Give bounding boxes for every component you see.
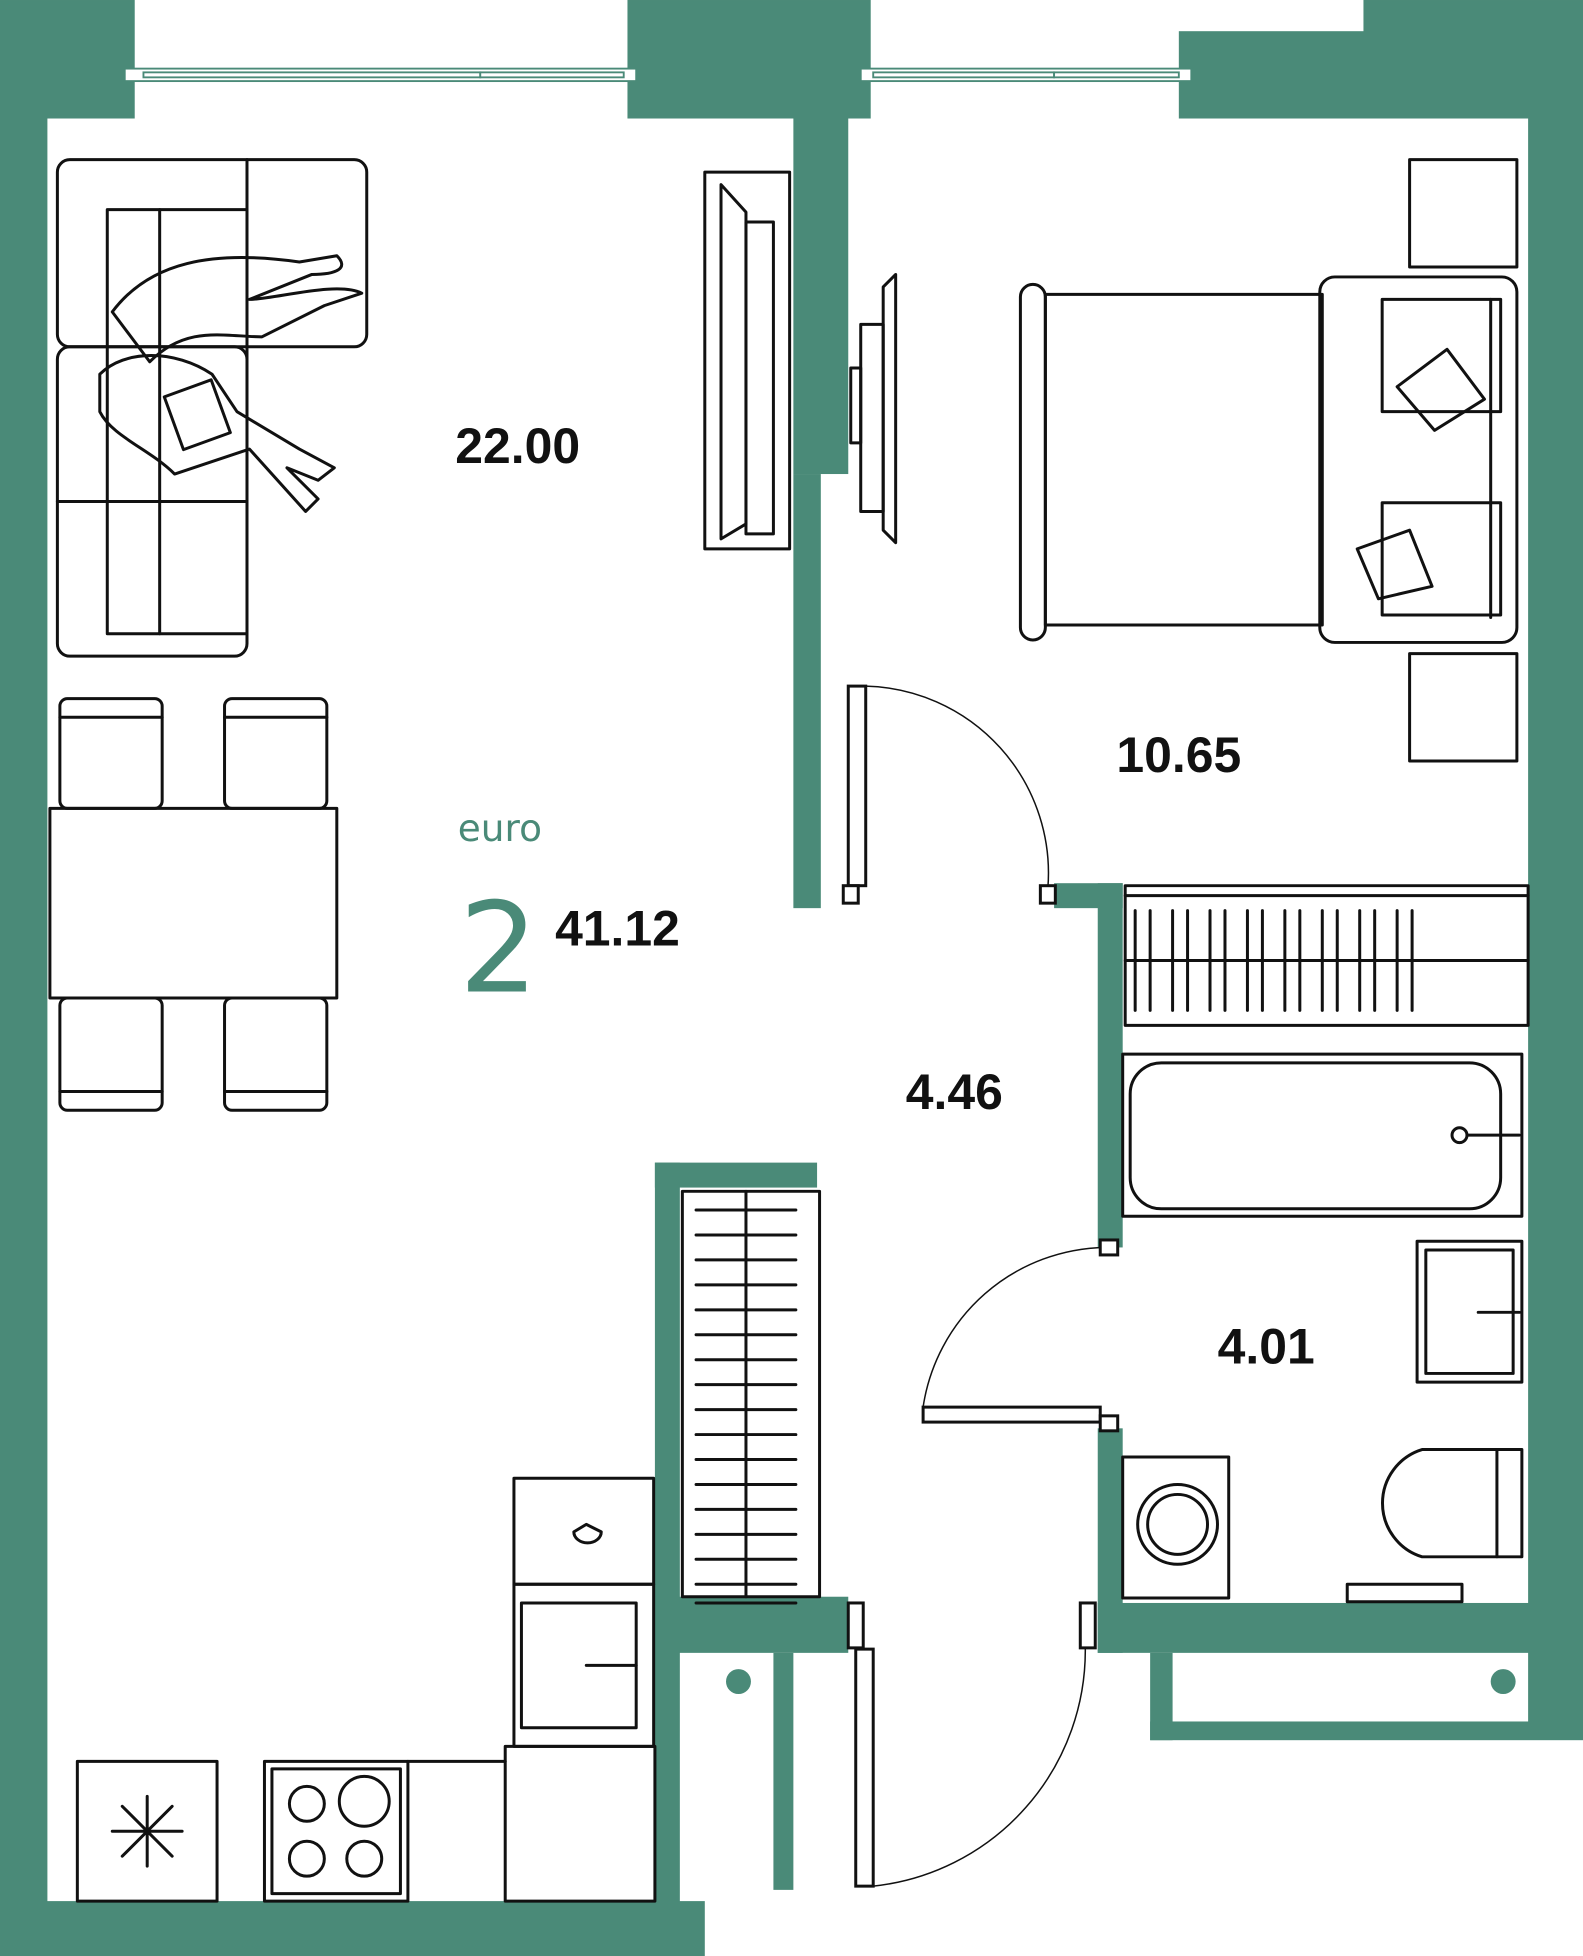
doors xyxy=(841,684,1120,1888)
rooms-count: 2 xyxy=(459,877,538,1022)
column-marker xyxy=(1490,1669,1516,1695)
dining-set xyxy=(48,697,339,1112)
plan-type-label: euro xyxy=(458,806,542,850)
bedroom-furniture xyxy=(1018,158,1519,763)
room-area-bathroom: 4.01 xyxy=(1218,1318,1315,1374)
kitchen xyxy=(75,1476,657,1903)
bathroom-fixtures xyxy=(1121,1052,1524,1604)
radiators-wardrobes xyxy=(680,884,1530,1605)
labels: 22.00 10.65 4.46 4.01 euro 2 41.12 xyxy=(455,418,1314,1375)
snowflake-icon xyxy=(110,1794,184,1868)
total-area: 41.12 xyxy=(555,901,680,957)
room-area-hallway: 4.46 xyxy=(906,1064,1003,1120)
tv-units xyxy=(703,170,898,551)
room-area-living: 22.00 xyxy=(455,418,580,474)
column-marker xyxy=(726,1669,751,1695)
room-area-bedroom: 10.65 xyxy=(1116,727,1241,783)
people-figures xyxy=(98,254,364,513)
sofa xyxy=(55,158,369,658)
windows xyxy=(123,67,1193,83)
